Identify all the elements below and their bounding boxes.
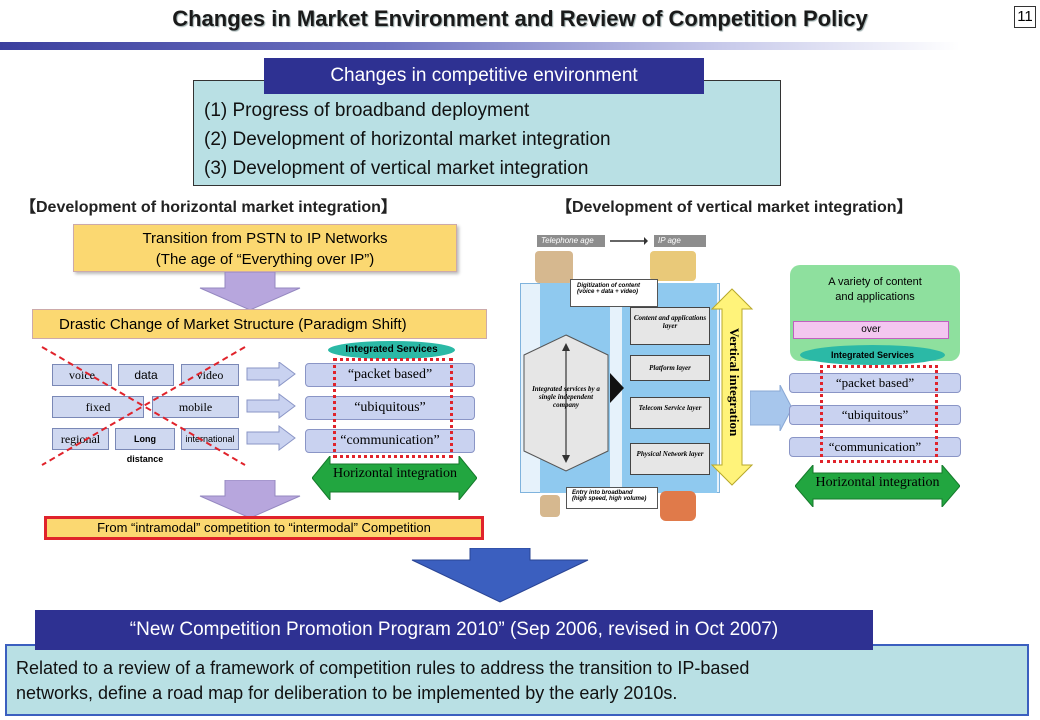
title-underline	[0, 42, 960, 50]
integrated-services-badge-left: Integrated Services	[328, 341, 455, 359]
horizontal-integration-label-left: Horizontal integration	[332, 466, 458, 481]
vertical-section-heading: 【Development of vertical market integrat…	[556, 199, 913, 216]
single-company-hexagon	[523, 334, 609, 472]
transition-line-1: Transition from PSTN to IP Networks	[142, 230, 388, 247]
cell-data: data	[118, 364, 174, 386]
variety-label: A variety of content and applications	[790, 275, 960, 305]
program-description: Related to a review of a framework of co…	[7, 646, 1027, 706]
down-arrow-1	[199, 272, 301, 311]
paradigm-box: Drastic Change of Market Structure (Para…	[32, 309, 487, 339]
competitive-environment-heading: Changes in competitive environment	[264, 58, 704, 94]
vertical-diagram: Telephone age IP age Digitization of con…	[500, 215, 1040, 545]
red-dotted-frame-left	[333, 358, 453, 458]
page-number: 11	[1014, 6, 1036, 28]
program-description-line-2: networks, define a road map for delibera…	[16, 683, 678, 703]
intermodal-box: From “intramodal” competition to “interm…	[44, 516, 484, 540]
digitization-line-1: Digitization of content	[577, 283, 640, 289]
digitization-box: Digitization of content (voice + data + …	[570, 279, 658, 307]
variety-line-2: and applications	[835, 291, 915, 303]
telephone-age-tag: Telephone age	[537, 235, 605, 247]
right-arrows	[246, 362, 296, 451]
entry-line-2: (high speed, high volume)	[572, 496, 647, 502]
computer-user-icon	[650, 251, 696, 281]
down-arrow-2	[199, 480, 301, 519]
red-cross-mark	[41, 346, 246, 466]
entry-broadband-box: Entry into broadband (high speed, high v…	[566, 487, 658, 509]
program-title: “New Competition Promotion Program 2010”…	[35, 610, 873, 650]
service-ubiquitous-right: “ubiquitous”	[789, 405, 961, 425]
cell-video: video	[181, 364, 239, 386]
service-communication-right: “communication”	[789, 437, 961, 457]
person-icon-top	[535, 251, 573, 283]
layer-platform: Platform layer	[630, 355, 710, 381]
cell-international: international	[181, 428, 239, 450]
page-title: Changes in Market Environment and Review…	[172, 6, 868, 31]
vertical-integration-label: Vertical integration	[727, 327, 742, 437]
right-triangle-arrow	[610, 373, 624, 403]
over-label: over	[793, 321, 949, 339]
variety-line-1: A variety of content	[828, 276, 922, 288]
layer-content: Content and applications layer	[630, 307, 710, 345]
big-down-arrow	[411, 548, 589, 603]
horizontal-integration-label-right: Horizontal integration	[815, 475, 940, 490]
program-description-line-1: Related to a review of a framework of co…	[16, 658, 750, 678]
horizontal-integration-arrow-right	[795, 465, 960, 507]
connector-arrow-right	[750, 385, 792, 431]
single-company-label: Integrated services by a single independ…	[532, 385, 600, 409]
age-arrow	[610, 237, 648, 245]
program-description-box: Related to a review of a framework of co…	[5, 644, 1029, 716]
entry-line-1: Entry into broadband	[572, 490, 633, 496]
cell-fixed: fixed	[52, 396, 144, 418]
competitive-item-2: (2) Development of horizontal market int…	[204, 129, 611, 150]
competitive-item-1: (1) Progress of broadband deployment	[204, 100, 530, 121]
vertical-integration-arrow	[710, 288, 754, 486]
horizontal-section-heading: 【Development of horizontal market integr…	[20, 199, 397, 216]
person-icon-bottom	[540, 495, 560, 517]
competitive-environment-box: (1) Progress of broadband deployment (2)…	[193, 80, 781, 186]
service-packet-based-right: “packet based”	[789, 373, 961, 393]
cell-voice: voice	[52, 364, 112, 386]
transition-box: Transition from PSTN to IP Networks (The…	[73, 224, 457, 272]
horizontal-diagram: Transition from PSTN to IP Networks (The…	[0, 0, 500, 560]
red-dotted-frame-right	[820, 365, 938, 463]
transition-line-2: (The age of “Everything over IP”)	[155, 251, 375, 268]
layer-physical: Physical Network layer	[630, 443, 710, 475]
digitization-line-2: (voice + data + video)	[577, 289, 639, 295]
colorful-devices-icon	[660, 491, 696, 521]
cell-long-distance: Long distance	[115, 428, 175, 464]
ip-age-tag: IP age	[654, 235, 706, 247]
horizontal-integration-arrow-left	[312, 456, 477, 500]
cell-mobile: mobile	[152, 396, 239, 418]
competitive-item-3: (3) Development of vertical market integ…	[204, 158, 589, 179]
integrated-services-badge-right: Integrated Services	[800, 345, 945, 365]
layer-telecom: Telecom Service layer	[630, 397, 710, 429]
